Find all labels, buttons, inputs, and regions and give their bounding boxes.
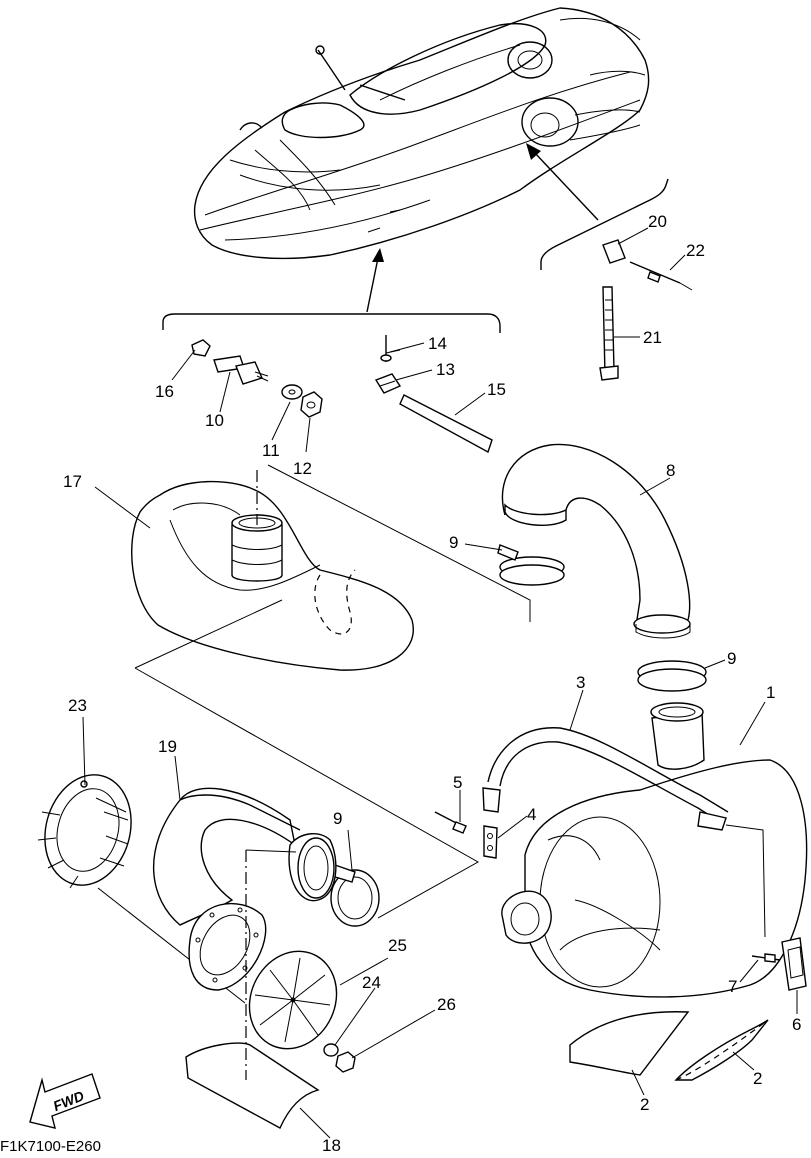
part-15-band (399, 394, 493, 454)
callout-15: 15 (487, 380, 506, 399)
watercraft-illustration (193, 7, 650, 260)
part-22-rivet (629, 261, 693, 291)
axis-line-19b (245, 849, 297, 853)
part-18-sheet (185, 1042, 320, 1129)
part-26-nut (335, 1051, 356, 1073)
part-21-band (599, 286, 619, 381)
leader-arrows (366, 143, 599, 313)
part-10-bolt (213, 355, 269, 385)
callout-22: 22 (686, 241, 705, 260)
callout-11: 11 (262, 441, 280, 460)
part-7-rivet (751, 953, 781, 963)
part-23-flange (37, 774, 132, 889)
callout-24: 24 (362, 973, 381, 992)
callout-21: 21 (643, 328, 662, 347)
callout-1: 1 (766, 683, 775, 702)
part-9-clamp-a (497, 544, 565, 586)
callout-8: 8 (666, 461, 675, 480)
callout-6: 6 (792, 1015, 801, 1034)
callout-labels: 1 2 2 3 4 5 6 7 8 9 9 9 10 11 12 13 14 1… (0, 212, 801, 1155)
part-2-pad-b (674, 1019, 769, 1081)
callout-26: 26 (437, 995, 456, 1014)
callout-5: 5 (453, 773, 462, 792)
part-4-bracket (483, 825, 498, 859)
callout-17: 17 (63, 472, 82, 491)
part-12-nut (300, 391, 323, 418)
part-6-holder (781, 937, 807, 991)
callout-9: 9 (449, 533, 458, 552)
diagram-code: F1K7100-E260 (0, 1138, 101, 1153)
assembly-lines (97, 464, 766, 1004)
callout-10: 10 (205, 411, 224, 430)
part-17-muffler (131, 480, 414, 671)
callout-7: 7 (728, 977, 737, 996)
callout-25: 25 (388, 936, 407, 955)
callout-4: 4 (527, 805, 536, 824)
bracket-group-left (162, 313, 501, 333)
part-9-clamp-b (637, 660, 707, 692)
part-13-holder (374, 373, 402, 394)
callout-23: 23 (68, 696, 87, 715)
callout-18: 18 (322, 1136, 341, 1153)
part-16-clip (191, 339, 211, 357)
part-3-strap (482, 727, 729, 831)
callout-16: 16 (155, 382, 174, 401)
part-20-holder (602, 239, 626, 264)
callout-2: 2 (640, 1095, 649, 1114)
callout-2: 2 (753, 1069, 762, 1088)
callout-9: 9 (333, 809, 342, 828)
callout-13: 13 (436, 360, 455, 379)
callout-9: 9 (727, 649, 736, 668)
part-8-exhaust-pipe (501, 443, 691, 639)
callout-3: 3 (576, 673, 585, 692)
part-2-pad-a (569, 1011, 690, 1076)
callout-leaders (82, 227, 798, 1139)
callout-14: 14 (428, 334, 447, 353)
bracket-group-right (540, 178, 669, 270)
part-14-rivet (380, 335, 401, 362)
part-11-washer (281, 384, 303, 400)
part-24-washer (323, 1043, 339, 1057)
callout-19: 19 (158, 737, 177, 756)
part-5-screw (434, 811, 467, 834)
fwd-arrow-icon (29, 1073, 101, 1129)
part-1-water-lock (501, 702, 808, 998)
callout-12: 12 (293, 459, 312, 478)
part-9-clamp-c (330, 864, 380, 927)
part-25-gasket (248, 950, 338, 1050)
callout-20: 20 (648, 212, 667, 231)
